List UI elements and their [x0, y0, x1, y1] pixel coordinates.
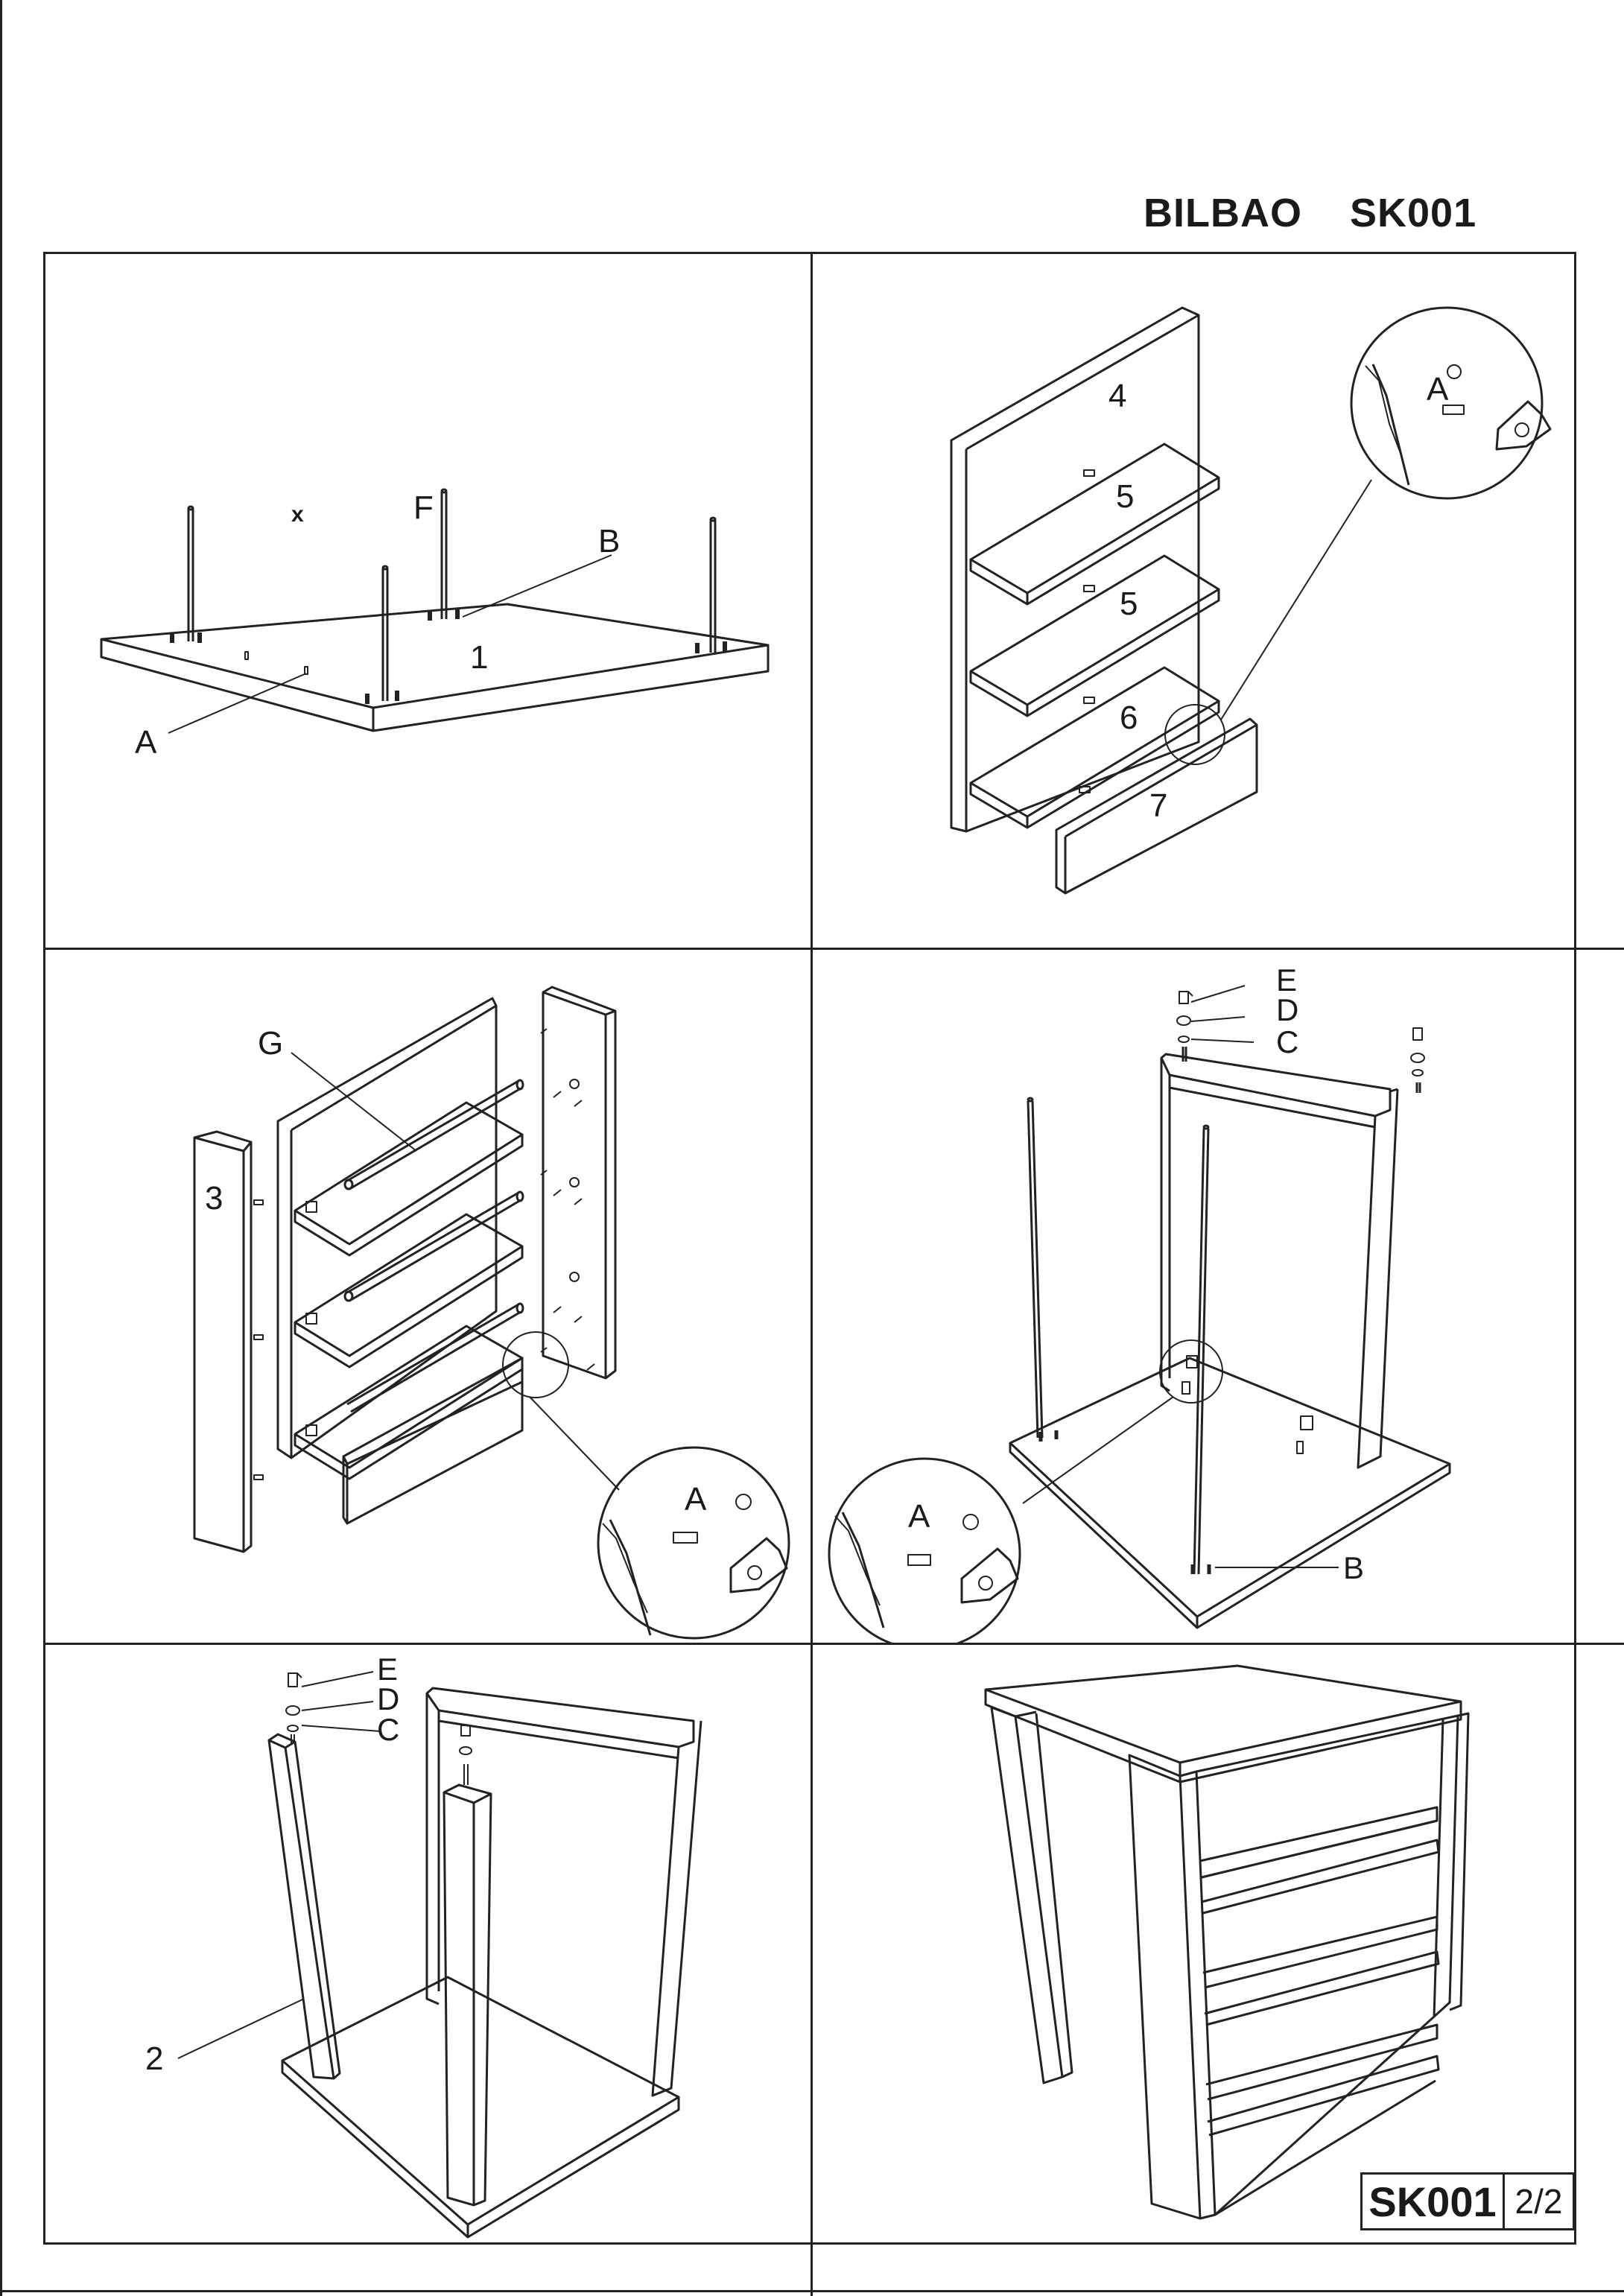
detail-magnified: [1350, 306, 1552, 500]
step-2-panel: 4 5 5 6 7 A: [813, 254, 1574, 948]
label-f: F: [413, 489, 434, 526]
tabletop-drawing: [100, 603, 770, 732]
detail-leader-line: [1220, 479, 1372, 720]
rods-g: [343, 1079, 524, 1413]
grid-border-top: [43, 252, 1576, 254]
shelf-middle: [969, 554, 1220, 717]
step-1-panel: x F B 1 A: [45, 254, 811, 948]
side-panel-4: [950, 306, 1200, 833]
page-bottom-line: [0, 2290, 1624, 2292]
label-b: B: [1343, 1550, 1364, 1585]
model-code-box: SK001: [1360, 2172, 1505, 2230]
leader-line-b: [462, 554, 612, 618]
label-part-5-middle: 5: [1120, 586, 1138, 622]
label-e: E: [377, 1652, 398, 1687]
label-part-6: 6: [1120, 700, 1138, 736]
back-panel: [276, 997, 498, 1459]
threaded-rods: [1027, 1047, 1421, 1575]
label-x: x: [291, 502, 304, 527]
step-3-panel: 3 G A: [45, 950, 811, 1643]
grid-divider-vertical: [811, 252, 813, 2296]
page-number-box: 2/2: [1505, 2172, 1574, 2230]
cam-locks: [1038, 1355, 1313, 1574]
leader-line-d: [1190, 1016, 1246, 1022]
leg-post-front: [443, 1783, 492, 2207]
label-part-5-upper: 5: [1116, 478, 1134, 515]
shelf-upper: [969, 443, 1220, 606]
label-b: B: [598, 523, 620, 559]
grid-border-bottom: [43, 2242, 1576, 2245]
front-rail: [342, 1357, 524, 1525]
grid-border-left: [43, 252, 45, 2245]
leader-line-g: [291, 1052, 417, 1152]
step-5-panel: E D C 2: [45, 1645, 811, 2242]
label-c: C: [1276, 1024, 1298, 1059]
label-detail-a: A: [1427, 371, 1449, 407]
cam-fittings: [1079, 469, 1095, 793]
base-board: [281, 1976, 680, 2239]
shelves: [294, 1101, 524, 1480]
leader-line-e: [1190, 985, 1246, 1003]
label-part-4: 4: [1108, 378, 1126, 414]
shelf-lower: [969, 666, 1220, 829]
leg-rods: [187, 488, 717, 701]
grid-divider-row1: [43, 948, 1624, 950]
label-detail-a: A: [908, 1498, 930, 1535]
label-part-3: 3: [205, 1180, 223, 1217]
leader-line-a: [168, 673, 307, 734]
step-4-panel: E D C B A: [813, 950, 1574, 1643]
leader-line-c: [301, 1725, 381, 1732]
leader-line-c: [1190, 1038, 1255, 1043]
page-border-left: [0, 0, 2, 2296]
label-detail-a: A: [685, 1481, 707, 1518]
detail-leader-line: [529, 1396, 620, 1491]
peg-marks: [170, 609, 727, 704]
front-panel-7: [1055, 717, 1258, 895]
rear-frame: [425, 1687, 702, 2097]
detail-magnified: [828, 1457, 1021, 1643]
fasteners-top: [1176, 991, 1425, 1076]
detail-callout-circle: [1159, 1339, 1223, 1404]
assembled-leg-front: [1128, 1754, 1217, 2220]
step-6-panel: SK001 2/2: [813, 1645, 1574, 2242]
leader-line-d: [301, 1701, 374, 1711]
leader-line-e: [301, 1671, 374, 1687]
rear-frame: [1160, 1053, 1399, 1469]
grid-border-right: [1574, 252, 1576, 2245]
label-part-1: 1: [470, 639, 488, 676]
label-c: C: [377, 1712, 399, 1747]
label-part-2: 2: [145, 2040, 163, 2077]
fasteners-top: [285, 1672, 472, 1785]
side-panel-3: [193, 1130, 253, 1553]
detail-callout-circle: [502, 1331, 569, 1398]
base-board: [1009, 1357, 1451, 1629]
label-a: A: [135, 724, 157, 761]
leg-post-2: [267, 1733, 341, 2080]
right-side-panel: [542, 986, 617, 1380]
assembled-table-top: [984, 1664, 1462, 1783]
detail-leader-line: [1022, 1396, 1174, 1504]
label-d: D: [377, 1681, 399, 1716]
assembled-side-panel: [1196, 1712, 1470, 2216]
label-d: D: [1276, 992, 1298, 1027]
detail-magnified: [597, 1446, 790, 1640]
document-title: BILBAO SK001: [1144, 191, 1477, 235]
leader-line-2: [177, 1999, 303, 2059]
label-part-7: 7: [1149, 787, 1167, 824]
grid-divider-row2: [43, 1643, 1624, 1645]
assembled-shelves-and-rods: [1199, 1806, 1440, 2216]
label-e: E: [1276, 963, 1297, 998]
dowel-holes: [244, 651, 308, 675]
dowels-and-cams: [253, 1028, 595, 1480]
assembled-leg-left: [990, 1706, 1073, 2084]
label-g: G: [258, 1025, 283, 1062]
detail-callout-circle: [1164, 704, 1225, 765]
